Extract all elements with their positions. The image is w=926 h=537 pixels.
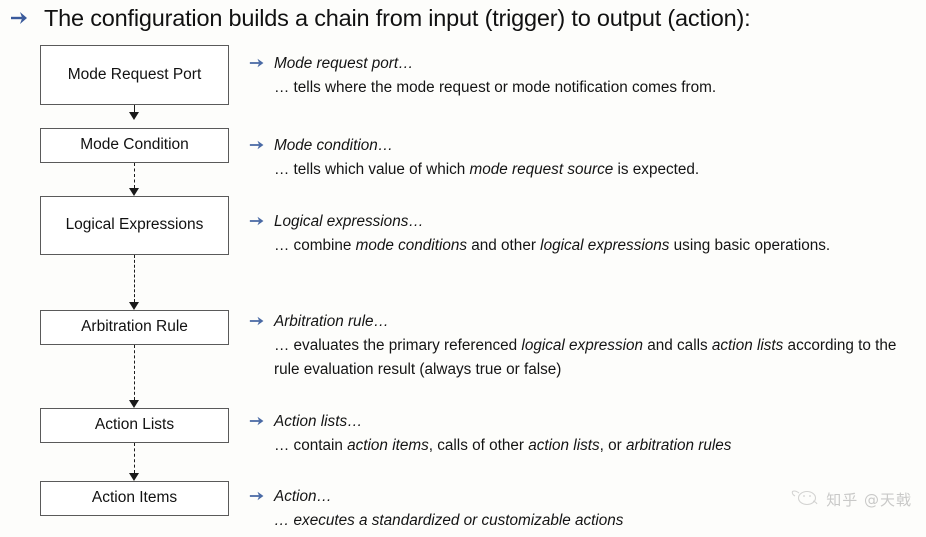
description-term: Arbitration rule… <box>274 313 389 330</box>
flow-node-label: Mode Condition <box>80 136 189 154</box>
description-text: … tells which value of which mode reques… <box>274 161 700 179</box>
description-body: Action… … executes a standardized or cus… <box>274 485 926 533</box>
arrow-right-icon <box>240 310 274 328</box>
description-body: Action lists… … contain action items, ca… <box>274 410 926 458</box>
description-action: Action… … executes a standardized or cus… <box>240 485 926 533</box>
description-text: … evaluates the primary referenced logic… <box>274 337 897 378</box>
description-term: Action lists… <box>274 413 363 430</box>
flow-node-mode-condition[interactable]: Mode Condition <box>40 128 229 163</box>
description-term: Logical expressions… <box>274 213 424 230</box>
arrow-right-icon <box>240 134 274 152</box>
flow-node-action-lists[interactable]: Action Lists <box>40 408 229 443</box>
description-body: Mode condition… … tells which value of w… <box>274 134 926 182</box>
flow-node-label: Logical Expressions <box>65 216 204 234</box>
arrow-right-icon <box>240 485 274 503</box>
description-logical-expressions: Logical expressions… … combine mode cond… <box>240 210 926 258</box>
description-term: Mode request port… <box>274 55 414 72</box>
description-text: … contain action items, calls of other a… <box>274 437 732 455</box>
description-column: Mode request port… … tells where the mod… <box>240 45 926 537</box>
description-term: Mode condition… <box>274 137 394 154</box>
description-text: … executes a standardized or customizabl… <box>274 512 624 530</box>
arrow-right-icon <box>6 10 34 26</box>
description-term: Action… <box>274 488 332 505</box>
flow-node-label: Action Items <box>91 489 178 507</box>
flow-node-label: Arbitration Rule <box>81 318 188 336</box>
description-text: … combine mode conditions and other logi… <box>274 237 831 255</box>
description-arbitration-rule: Arbitration rule… … evaluates the primar… <box>240 310 926 381</box>
page-title: The configuration builds a chain from in… <box>44 4 751 31</box>
flow-node-mode-request-port[interactable]: Mode Request Port <box>40 45 229 105</box>
description-action-lists: Action lists… … contain action items, ca… <box>240 410 926 458</box>
flow-node-label: Mode Request Port <box>67 65 202 83</box>
arrow-right-icon <box>240 52 274 70</box>
description-body: Mode request port… … tells where the mod… <box>274 52 926 100</box>
description-body: Arbitration rule… … evaluates the primar… <box>274 310 926 381</box>
flow-node-label: Action Lists <box>94 416 175 434</box>
flow-node-action-items[interactable]: Action Items <box>40 481 229 516</box>
arrow-right-icon <box>240 410 274 428</box>
description-text: … tells where the mode request or mode n… <box>274 79 717 97</box>
description-mode-condition: Mode condition… … tells which value of w… <box>240 134 926 182</box>
flow-node-arbitration-rule[interactable]: Arbitration Rule <box>40 310 229 345</box>
flow-chart: Mode Request Port Mode Condition Logical… <box>40 45 231 516</box>
flow-node-logical-expressions[interactable]: Logical Expressions <box>40 196 229 255</box>
description-mode-request-port: Mode request port… … tells where the mod… <box>240 52 926 100</box>
description-body: Logical expressions… … combine mode cond… <box>274 210 926 258</box>
page-header: The configuration builds a chain from in… <box>0 0 926 36</box>
arrow-right-icon <box>240 210 274 228</box>
